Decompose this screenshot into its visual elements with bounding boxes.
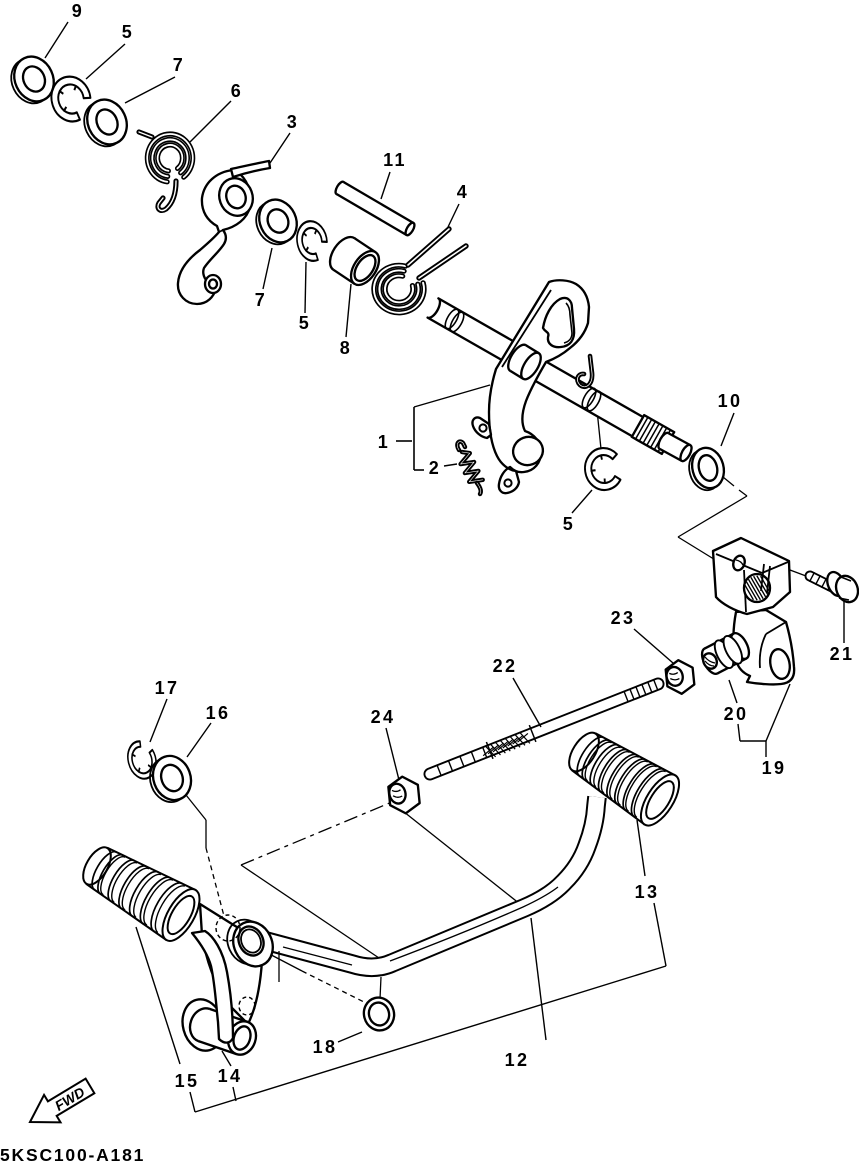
svg-text:19: 19: [762, 758, 787, 778]
svg-text:11: 11: [383, 150, 407, 170]
svg-text:17: 17: [155, 678, 180, 698]
svg-text:7: 7: [173, 55, 185, 75]
svg-text:23: 23: [611, 608, 636, 628]
svg-text:20: 20: [724, 704, 749, 724]
svg-text:21: 21: [830, 644, 855, 664]
svg-text:12: 12: [505, 1050, 530, 1070]
svg-text:6: 6: [231, 81, 243, 101]
svg-text:8: 8: [340, 338, 352, 358]
svg-text:13: 13: [635, 882, 660, 902]
svg-text:5: 5: [299, 313, 311, 333]
svg-text:15: 15: [175, 1071, 200, 1091]
svg-text:7: 7: [255, 290, 267, 310]
svg-text:22: 22: [493, 656, 518, 676]
svg-text:10: 10: [718, 391, 743, 411]
svg-text:1: 1: [378, 432, 390, 452]
svg-text:2: 2: [429, 458, 441, 478]
svg-text:4: 4: [457, 182, 469, 202]
svg-text:16: 16: [206, 703, 231, 723]
svg-text:24: 24: [371, 707, 396, 727]
svg-text:5: 5: [563, 514, 575, 534]
svg-text:5KSC100-A181: 5KSC100-A181: [0, 1145, 145, 1163]
svg-text:9: 9: [72, 1, 84, 21]
svg-text:18: 18: [313, 1037, 338, 1057]
svg-text:5: 5: [122, 22, 134, 42]
svg-text:3: 3: [287, 112, 299, 132]
svg-text:14: 14: [218, 1066, 243, 1086]
